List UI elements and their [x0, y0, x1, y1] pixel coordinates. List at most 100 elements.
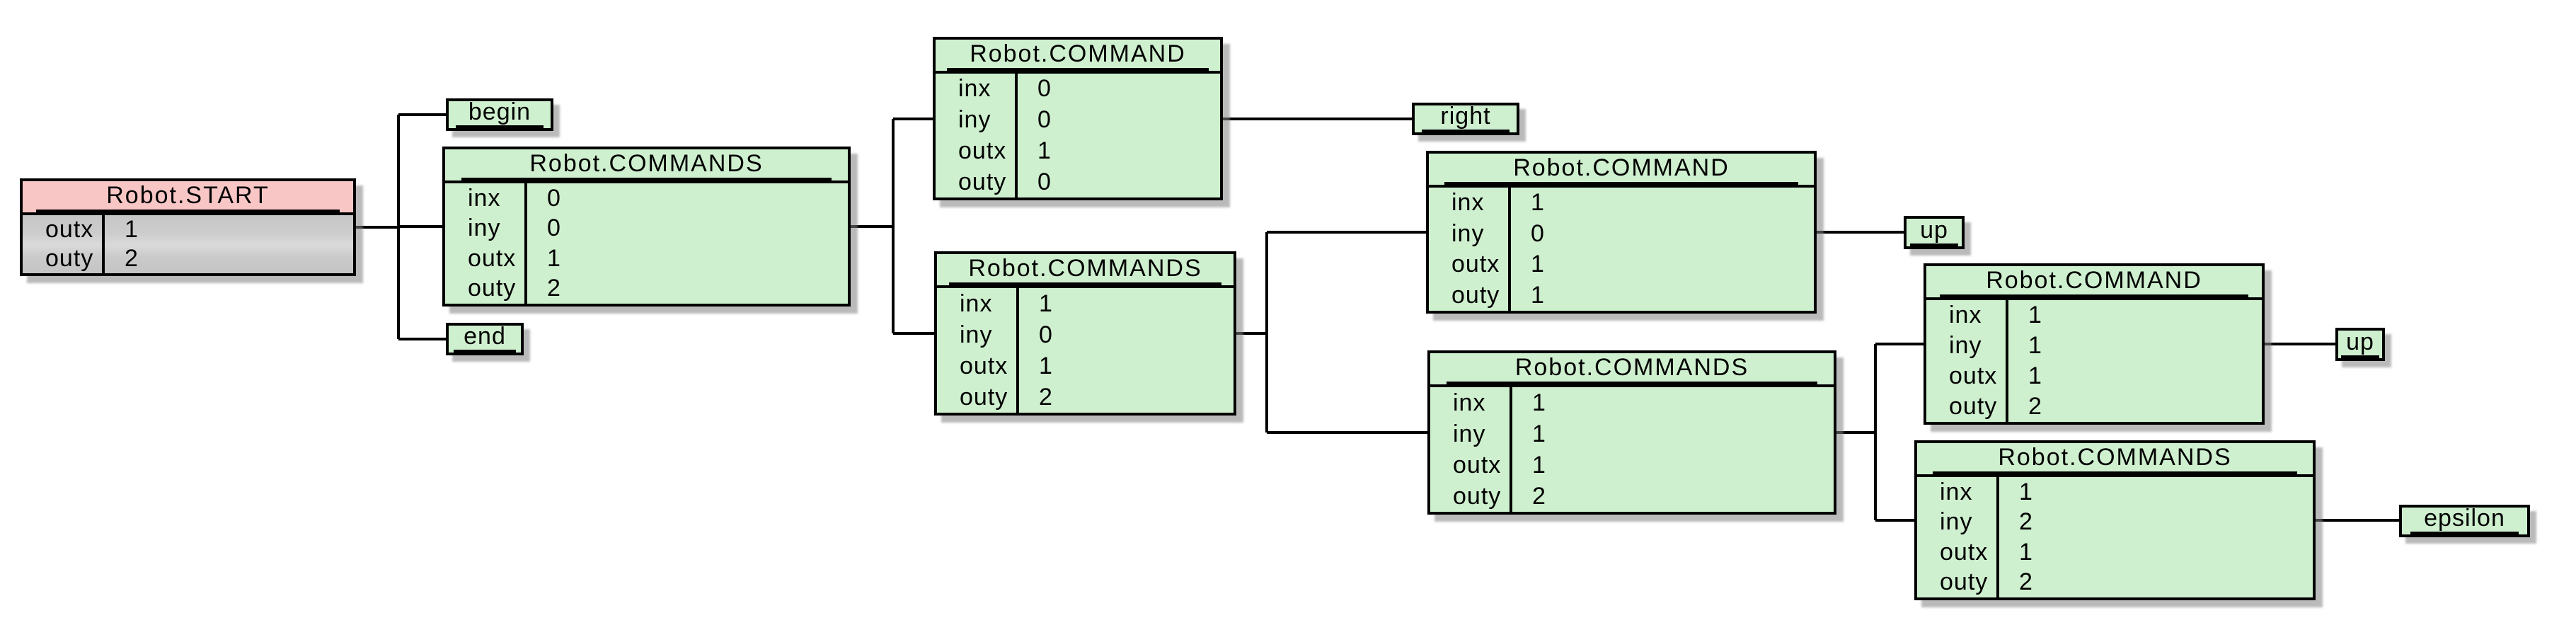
attr-value: 1	[1531, 251, 1545, 278]
attr-label: outx	[1453, 451, 1502, 479]
leaf-node: end	[446, 323, 524, 355]
attr-value: 1	[1531, 189, 1545, 217]
node-header: Robot.COMMANDS	[445, 149, 848, 183]
attr-label: iny	[468, 214, 501, 242]
attr-row: outy 0	[936, 168, 1220, 196]
node-header: Robot.COMMAND	[1926, 266, 2262, 300]
attr-label: outx	[1451, 251, 1500, 278]
attr-row: inx 0	[936, 75, 1220, 103]
attr-value: 1	[2019, 478, 2033, 505]
attr-row: outy 2	[1917, 568, 2313, 596]
attr-value: 1	[2028, 332, 2042, 359]
attr-value: 0	[1037, 75, 1052, 103]
attr-row: inx 1	[937, 290, 1234, 318]
attr-row: outx 1	[936, 137, 1220, 165]
attr-value: 1	[125, 216, 139, 243]
attr-row: iny 0	[445, 214, 848, 242]
attr-label: outy	[45, 245, 94, 272]
attr-row: outy 2	[23, 245, 353, 273]
attr-value: 2	[1532, 482, 1546, 510]
node-title: Robot.START	[35, 182, 340, 212]
attr-value: 2	[125, 245, 139, 272]
attr-value: 1	[1532, 389, 1546, 416]
attr-label: outy	[958, 168, 1007, 195]
attr-value: 0	[1037, 168, 1052, 195]
attr-label: outy	[1940, 568, 1989, 596]
attr-label: outy	[1949, 393, 1998, 420]
attr-label: inx	[960, 290, 993, 317]
attr-label: outy	[468, 275, 517, 302]
attr-label: outx	[1949, 362, 1998, 389]
attr-label: iny	[1451, 219, 1485, 247]
attr-value: 0	[1037, 106, 1052, 134]
attr-label: iny	[1940, 508, 1973, 536]
attr-value: 2	[1039, 383, 1053, 411]
node-header: Robot.COMMANDS	[1917, 443, 2313, 477]
node-title: Robot.COMMANDS	[1933, 444, 2297, 474]
attr-value: 0	[547, 184, 561, 212]
attr-value: 1	[1532, 420, 1546, 447]
leaf-node: right	[1412, 103, 1519, 135]
attr-row: inx 1	[1917, 479, 2313, 506]
attr-value: 1	[1532, 451, 1546, 479]
attr-value: 1	[1039, 290, 1053, 317]
attr-value: 0	[1039, 321, 1053, 348]
leaf-node: begin	[446, 98, 553, 131]
attr-label: iny	[958, 106, 991, 134]
attr-label: inx	[958, 75, 991, 103]
attr-label: iny	[1453, 420, 1486, 447]
attr-label: outx	[468, 244, 517, 272]
attr-value: 2	[2019, 508, 2033, 536]
leaf-label: begin	[456, 98, 544, 128]
attr-label: outy	[1451, 281, 1500, 309]
attr-value: 0	[1531, 219, 1545, 247]
attr-row: iny 2	[1917, 508, 2313, 536]
node-title: Robot.COMMANDS	[948, 255, 1222, 285]
node-header: Robot.START	[23, 181, 353, 215]
node-title: Robot.COMMAND	[1444, 154, 1799, 185]
attr-label: outx	[45, 216, 94, 243]
attr-label: inx	[468, 184, 501, 212]
leaf-label: up	[2341, 328, 2379, 358]
attr-label: outx	[958, 137, 1007, 164]
leaf-node: up	[1904, 216, 1965, 249]
node-title: Robot.COMMANDS	[461, 150, 832, 181]
attr-label: inx	[1949, 302, 1982, 328]
node-attributes: inx 0 iny 0 outx 1 outy 0	[936, 74, 1220, 197]
attr-value: 2	[2028, 393, 2042, 420]
attr-value: 2	[2019, 568, 2033, 596]
leaf-label: right	[1422, 103, 1510, 132]
node-attributes: outx 1 outy 2	[23, 215, 353, 273]
attr-value: 1	[1037, 137, 1052, 164]
attr-value: 1	[1039, 352, 1053, 379]
attr-value: 1	[2028, 302, 2042, 328]
attr-label: inx	[1940, 478, 1973, 505]
attr-row: outx 1	[1429, 251, 1814, 278]
leaf-label: epsilon	[2410, 505, 2519, 534]
attr-label: inx	[1453, 389, 1486, 416]
leaf-node: up	[2335, 328, 2385, 361]
attr-value: 0	[547, 214, 561, 242]
attr-label: outx	[1940, 538, 1989, 566]
attr-value: 2	[547, 275, 561, 302]
